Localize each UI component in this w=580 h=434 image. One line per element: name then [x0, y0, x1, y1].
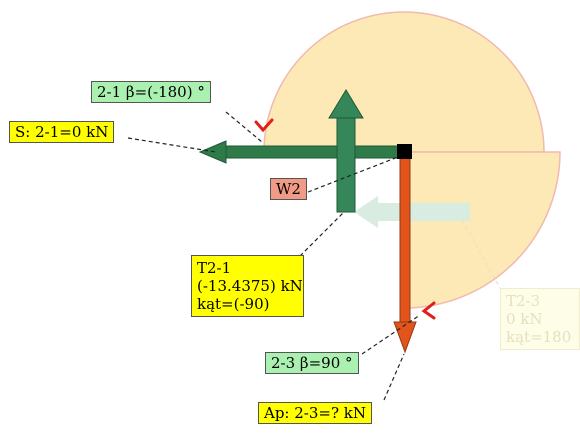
- t2-1-title: T2-1: [197, 259, 232, 277]
- leader-t2-1: [299, 211, 345, 257]
- label-beta-2-3: 2-3 β=90 °: [265, 352, 359, 374]
- label-ap-2-3: Ap: 2-3=? kN: [258, 402, 373, 424]
- arrow-t2-1-head: [328, 89, 364, 119]
- leader-s-2-1: [127, 137, 217, 153]
- t2-3-angle: kąt=180: [506, 328, 572, 346]
- arrow-t2-3-head: [354, 196, 378, 228]
- leader-beta-2-3: [361, 314, 421, 355]
- label-t2-3: T2-3 0 kN kąt=180: [500, 288, 580, 350]
- label-beta-2-1: 2-1 β=(-180) °: [91, 81, 211, 103]
- t2-1-angle: kąt=(-90): [197, 295, 270, 313]
- member-2-3-head: [393, 321, 417, 354]
- label-s-2-1: S: 2-1=0 kN: [9, 121, 115, 143]
- arrow-t2-1-shaft: [336, 116, 356, 213]
- t2-1-force: (-13.4375) kN: [197, 277, 303, 295]
- leader-w2: [307, 156, 399, 193]
- leader-t2-3: [461, 219, 501, 289]
- angle-marker-2-1: [254, 118, 274, 133]
- node-2[interactable]: [397, 144, 412, 159]
- member-2-3-shaft: [399, 155, 411, 325]
- angle-marker-2-3: [421, 301, 436, 320]
- leader-beta-2-1: [225, 111, 263, 143]
- t2-3-force: 0 kN: [506, 310, 543, 328]
- t2-3-title: T2-3: [506, 292, 541, 310]
- member-2-1-shaft: [223, 145, 403, 159]
- label-t2-1: T2-1 (-13.4375) kN kąt=(-90): [191, 255, 304, 317]
- angle-sector-2-3: [403, 151, 561, 309]
- label-w2: W2: [270, 178, 307, 200]
- leader-ap-2-3: [383, 353, 405, 401]
- arrow-t2-3-shaft: [378, 203, 470, 221]
- angle-sector-2-1: [263, 11, 545, 153]
